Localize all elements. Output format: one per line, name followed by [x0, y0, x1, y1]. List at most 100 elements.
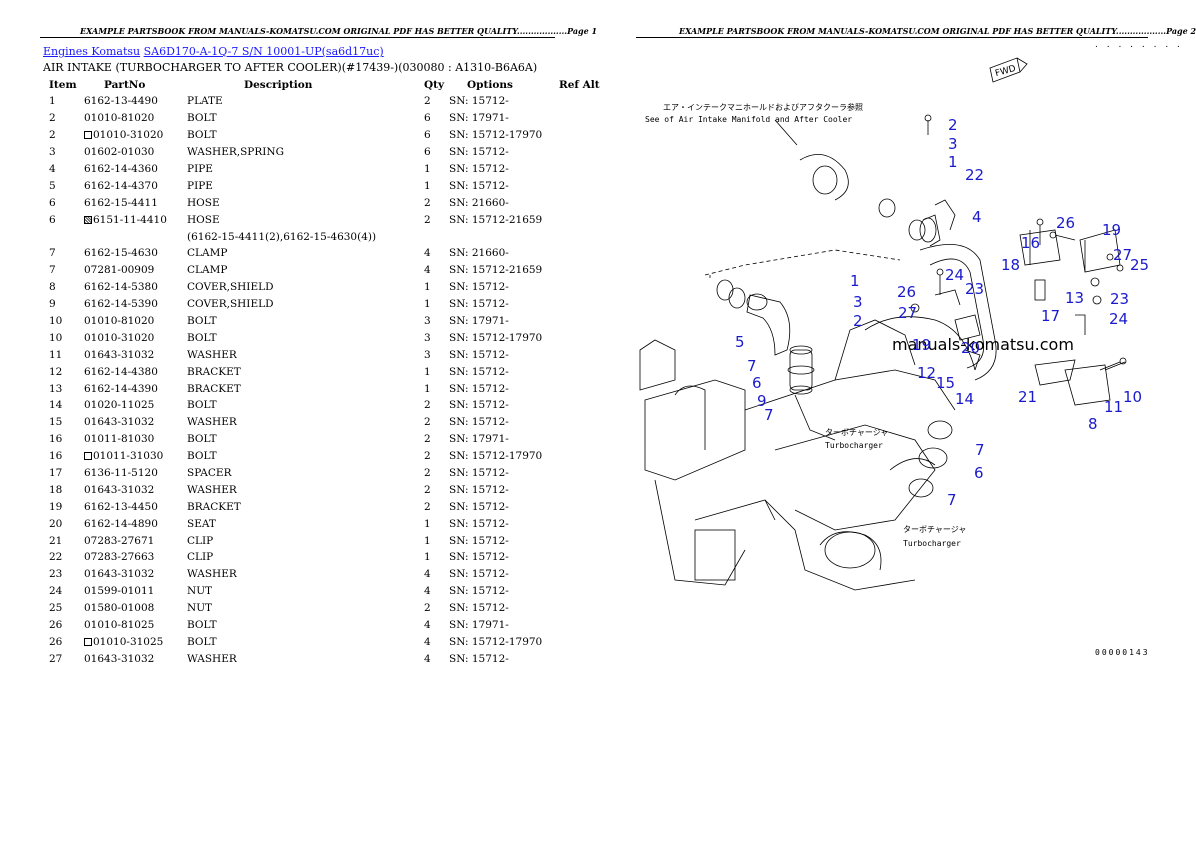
callout-7c: 7: [975, 441, 985, 459]
cell-options: SN: 15712-: [449, 515, 559, 532]
cell-partno-text: 01020-11025: [84, 399, 155, 412]
cell-refalt: [559, 127, 600, 144]
cell-options-text: SN: 15712-: [449, 585, 509, 598]
cell-refalt: [559, 397, 600, 414]
cell-options: SN: 15712-: [449, 397, 559, 414]
cell-description-text: BOLT: [187, 399, 217, 412]
cell-item-text: 12: [49, 365, 63, 378]
cell-item-text: 10: [49, 331, 63, 344]
cell-description-text: CLAMP: [187, 247, 228, 260]
cell-options-text: SN: 15712-: [449, 551, 509, 564]
cell-item-text: 3: [49, 146, 56, 159]
cell-description-text: PIPE: [187, 179, 213, 192]
cell-options: SN: 15712-: [449, 177, 559, 194]
turbo-label-jp-2: ターボチャージャ: [903, 525, 966, 534]
cell-options: SN: 15712-17970: [449, 127, 559, 144]
cell-description-text: SPACER: [187, 467, 232, 480]
cell-item: 7: [43, 262, 84, 279]
callout-6: 6: [752, 374, 762, 392]
cell-qty: 2: [424, 431, 449, 448]
cell-partno-text: 01011-31030: [93, 450, 164, 463]
table-header-row: Item PartNo Description Qty Options Ref …: [43, 77, 600, 93]
cell-description-text: COVER,SHIELD: [187, 298, 274, 311]
cell-item: 9: [43, 296, 84, 313]
cell-description: WASHER: [187, 650, 424, 667]
cell-description: BOLT: [187, 634, 424, 651]
cell-partno-text: 6162-14-4380: [84, 365, 158, 378]
cell-item: 7: [43, 245, 84, 262]
cell-qty-text: 1: [424, 534, 431, 547]
cell-options: SN: 17971-: [449, 110, 559, 127]
cell-options-text: SN: 15712-: [449, 95, 509, 108]
cell-description-text: (6162-15-4411(2),6162-15-4630(4)): [187, 230, 377, 243]
callout-10: 10: [1123, 388, 1142, 406]
cell-item-text: 7: [49, 247, 56, 260]
cell-description: WASHER: [187, 346, 424, 363]
cell-partno-text: 6162-15-4630: [84, 247, 158, 260]
cell-item: 10: [43, 313, 84, 330]
callout-27: 27: [1113, 246, 1132, 264]
breadcrumb-model-link[interactable]: SA6D170-A-1Q-7 S/N 10001-UP(sa6d17uc): [143, 45, 384, 58]
cell-partno-text: 01010-31020: [93, 129, 164, 142]
cell-options: SN: 15712-: [449, 532, 559, 549]
cell-item: [43, 228, 84, 245]
cell-item-text: 14: [49, 399, 63, 412]
col-header-qty: Qty: [424, 79, 445, 91]
cell-description: COVER,SHIELD: [187, 279, 424, 296]
cell-item: 2: [43, 110, 84, 127]
cell-refalt: [559, 465, 600, 482]
cell-refalt: [559, 448, 600, 465]
cell-item: 4: [43, 161, 84, 178]
cell-refalt: [559, 144, 600, 161]
cell-description: COVER,SHIELD: [187, 296, 424, 313]
cell-partno-text: 01643-31032: [84, 483, 155, 496]
cell-options: SN: 15712-: [449, 465, 559, 482]
cell-partno: 6162-15-4411: [84, 194, 187, 211]
cell-qty-text: 2: [424, 602, 431, 615]
cell-refalt: [559, 380, 600, 397]
cell-description-text: BRACKET: [187, 500, 241, 513]
cell-description: PLATE: [187, 93, 424, 110]
cell-partno: 01643-31032: [84, 566, 187, 583]
cell-refalt: [559, 498, 600, 515]
cell-description: BOLT: [187, 617, 424, 634]
cell-description-text: CLIP: [187, 534, 214, 547]
page-header-left: EXAMPLE PARTSBOOK FROM MANUALS-KOMATSU.C…: [80, 26, 598, 36]
cell-options-text: SN: 15712-: [449, 146, 509, 159]
cell-partno: 01643-31032: [84, 414, 187, 431]
page-title: AIR INTAKE (TURBOCHARGER TO AFTER COOLER…: [43, 61, 538, 74]
cell-partno-text: 6162-14-4370: [84, 179, 158, 192]
cell-refalt: [559, 515, 600, 532]
cell-options: SN: 15712-21659: [449, 262, 559, 279]
cell-qty: 1: [424, 177, 449, 194]
cell-description-text: WASHER: [187, 652, 237, 665]
cell-item-text: 2: [49, 112, 56, 125]
cell-partno-text: 07281-00909: [84, 264, 155, 277]
fwd-label: FWD: [994, 64, 1017, 79]
cell-partno-text: 07283-27663: [84, 551, 155, 564]
cell-refalt: [559, 279, 600, 296]
cell-description: BRACKET: [187, 380, 424, 397]
callout-18: 18: [1001, 256, 1020, 274]
cell-options: SN: 15712-: [449, 279, 559, 296]
cell-qty: 4: [424, 634, 449, 651]
cell-qty-text: 6: [424, 146, 431, 159]
square-icon: [84, 131, 92, 140]
callout-23: 23: [1110, 290, 1129, 308]
callout-20: 20: [961, 339, 980, 357]
callout-21: 21: [1018, 388, 1037, 406]
cell-item: 12: [43, 363, 84, 380]
cell-refalt: [559, 549, 600, 566]
breadcrumb-engines-link[interactable]: Engines Komatsu: [43, 45, 141, 58]
cell-refalt: [559, 313, 600, 330]
cell-item: 14: [43, 397, 84, 414]
filled-square-icon: [84, 215, 92, 224]
cell-options-text: SN: 15712-: [449, 483, 509, 496]
